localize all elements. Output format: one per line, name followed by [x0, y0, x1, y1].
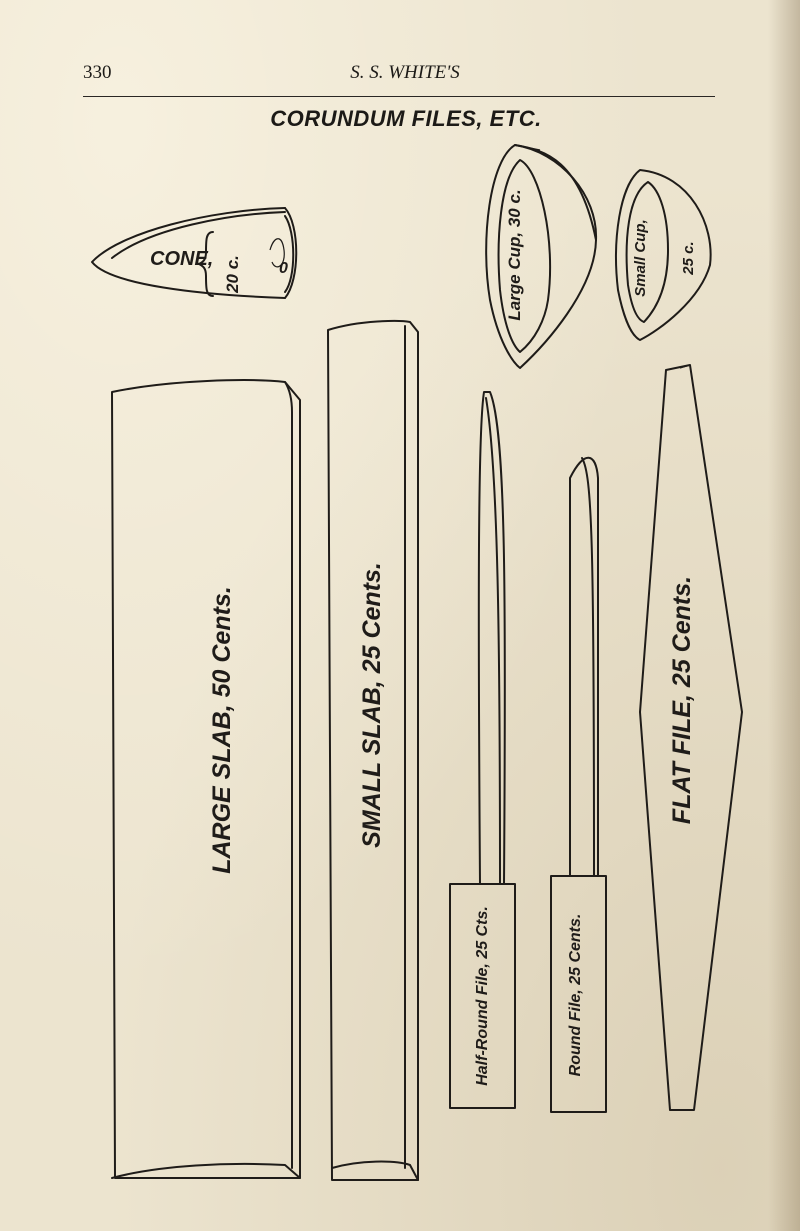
flat-file-illustration: FLAT FILE, 25 Cents.: [639, 364, 743, 1111]
flat-file-label: FLAT FILE, 25 Cents.: [668, 576, 696, 824]
half-round-file-illustration: Half-Round File, 25 Cts.: [449, 391, 516, 1109]
page-number: 330: [83, 62, 112, 83]
round-file-label: Round File, 25 Cents.: [567, 914, 584, 1077]
running-head: S. S. WHITE'S: [350, 62, 460, 83]
cone-size-mark: 0: [279, 260, 288, 277]
large-cup-label: Large Cup, 30 c.: [505, 189, 524, 320]
large-slab-label: LARGE SLAB, 50 Cents.: [208, 586, 236, 874]
large-slab-illustration: LARGE SLAB, 50 Cents.: [111, 379, 301, 1179]
small-slab-illustration: SMALL SLAB, 25 Cents.: [327, 319, 419, 1181]
round-file-illustration: Round File, 25 Cents.: [550, 456, 607, 1113]
cone-name: CONE,: [150, 248, 213, 270]
small-cup-price: 25 c.: [680, 241, 697, 275]
page-title: CORUNDUM FILES, ETC.: [270, 106, 542, 131]
cone-price: 20 c.: [223, 255, 242, 294]
large-cup-illustration: Large Cup, 30 c.: [485, 144, 598, 369]
small-cup-illustration: Small Cup, 25 c.: [615, 169, 712, 341]
header-rule: [83, 96, 715, 97]
small-cup-name: Small Cup,: [632, 219, 649, 297]
half-round-file-label: Half-Round File, 25 Cts.: [474, 906, 491, 1086]
small-slab-label: SMALL SLAB, 25 Cents.: [358, 562, 386, 848]
cone-illustration: CONE, 20 c. 0: [91, 207, 298, 299]
